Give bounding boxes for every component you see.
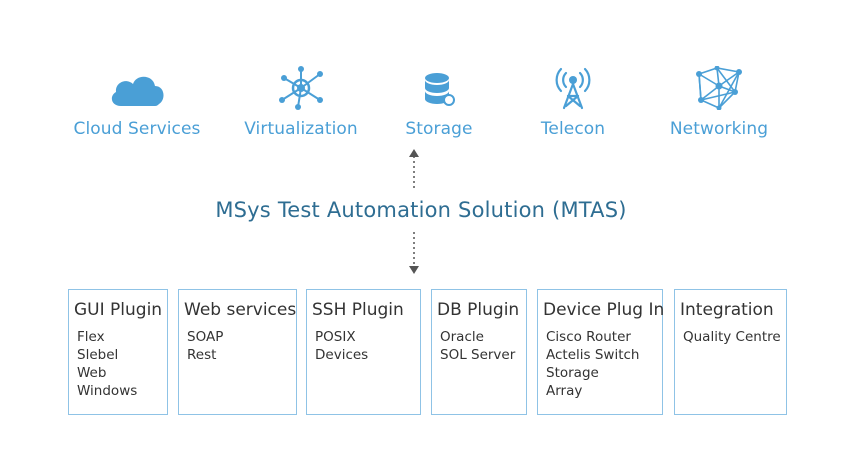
telecom-tower-icon xyxy=(555,67,591,110)
storage-database-icon xyxy=(425,73,455,106)
plugin-item: Array xyxy=(546,383,583,399)
domain-label: Storage xyxy=(405,119,473,139)
plugin-item: POSIX xyxy=(315,329,356,345)
domain-label: Virtualization xyxy=(244,119,358,139)
plugin-item: Windows xyxy=(77,383,138,399)
solution-title: MSys Test Automation Solution (MTAS) xyxy=(215,198,627,222)
plugin-item: Storage xyxy=(546,365,599,381)
plugin-item-list: POSIX Devices xyxy=(307,328,420,364)
plugin-item-list: Flex Slebel Web Windows xyxy=(69,328,167,400)
domain-label: Networking xyxy=(669,119,769,139)
plugin-item: SOAP xyxy=(187,329,224,345)
plugin-item: SOL Server xyxy=(440,347,516,363)
network-mesh-icon xyxy=(696,66,742,110)
plugin-box-db: DB Plugin Oracle SOL Server xyxy=(431,289,527,415)
plugin-item: Cisco Router xyxy=(546,329,631,345)
plugin-item: Quality Centre xyxy=(683,329,781,345)
domain-telecon: Telecon xyxy=(493,66,653,139)
plugin-item: Slebel xyxy=(77,347,119,363)
plugin-title: SSH Plugin xyxy=(312,300,404,320)
domain-label: Cloud Services xyxy=(73,119,201,139)
domain-virtualization: Virtualization xyxy=(221,66,381,139)
up-arrow-icon xyxy=(409,149,419,190)
plugin-title: Integration xyxy=(680,300,774,320)
plugin-title: Web services xyxy=(184,300,297,320)
plugin-box-integration: Integration Quality Centre xyxy=(674,289,787,415)
plugin-box-gui: GUI Plugin Flex Slebel Web Windows xyxy=(68,289,168,415)
plugin-title: Device Plug In xyxy=(543,300,665,320)
plugin-title: DB Plugin xyxy=(437,300,520,320)
plugin-item-list: Cisco Router Actelis Switch Storage Arra… xyxy=(538,328,662,400)
domain-storage: Storage xyxy=(359,66,519,139)
plugin-item-list: Quality Centre xyxy=(675,328,786,346)
down-arrow-icon xyxy=(409,232,419,274)
plugin-item: Devices xyxy=(315,347,369,363)
plugin-box-device: Device Plug In Cisco Router Actelis Swit… xyxy=(537,289,665,415)
plugin-box-web-services: Web services SOAP Rest xyxy=(178,289,297,415)
plugin-item-list: SOAP Rest xyxy=(179,328,296,364)
virtualization-hub-icon xyxy=(279,66,323,110)
domain-networking: Networking xyxy=(639,66,799,139)
plugin-box-ssh: SSH Plugin POSIX Devices xyxy=(306,289,421,415)
plugin-title: GUI Plugin xyxy=(74,300,163,320)
plugin-item: Actelis Switch xyxy=(546,347,640,363)
domain-label: Telecon xyxy=(540,119,606,139)
plugin-item: Flex xyxy=(77,329,105,345)
plugin-item: Rest xyxy=(187,347,217,363)
domain-cloud-services: Cloud Services xyxy=(57,66,217,139)
plugin-item-list: Oracle SOL Server xyxy=(432,328,526,364)
cloud-icon xyxy=(111,76,164,106)
plugin-item: Web xyxy=(77,365,107,381)
plugin-item: Oracle xyxy=(440,329,484,345)
